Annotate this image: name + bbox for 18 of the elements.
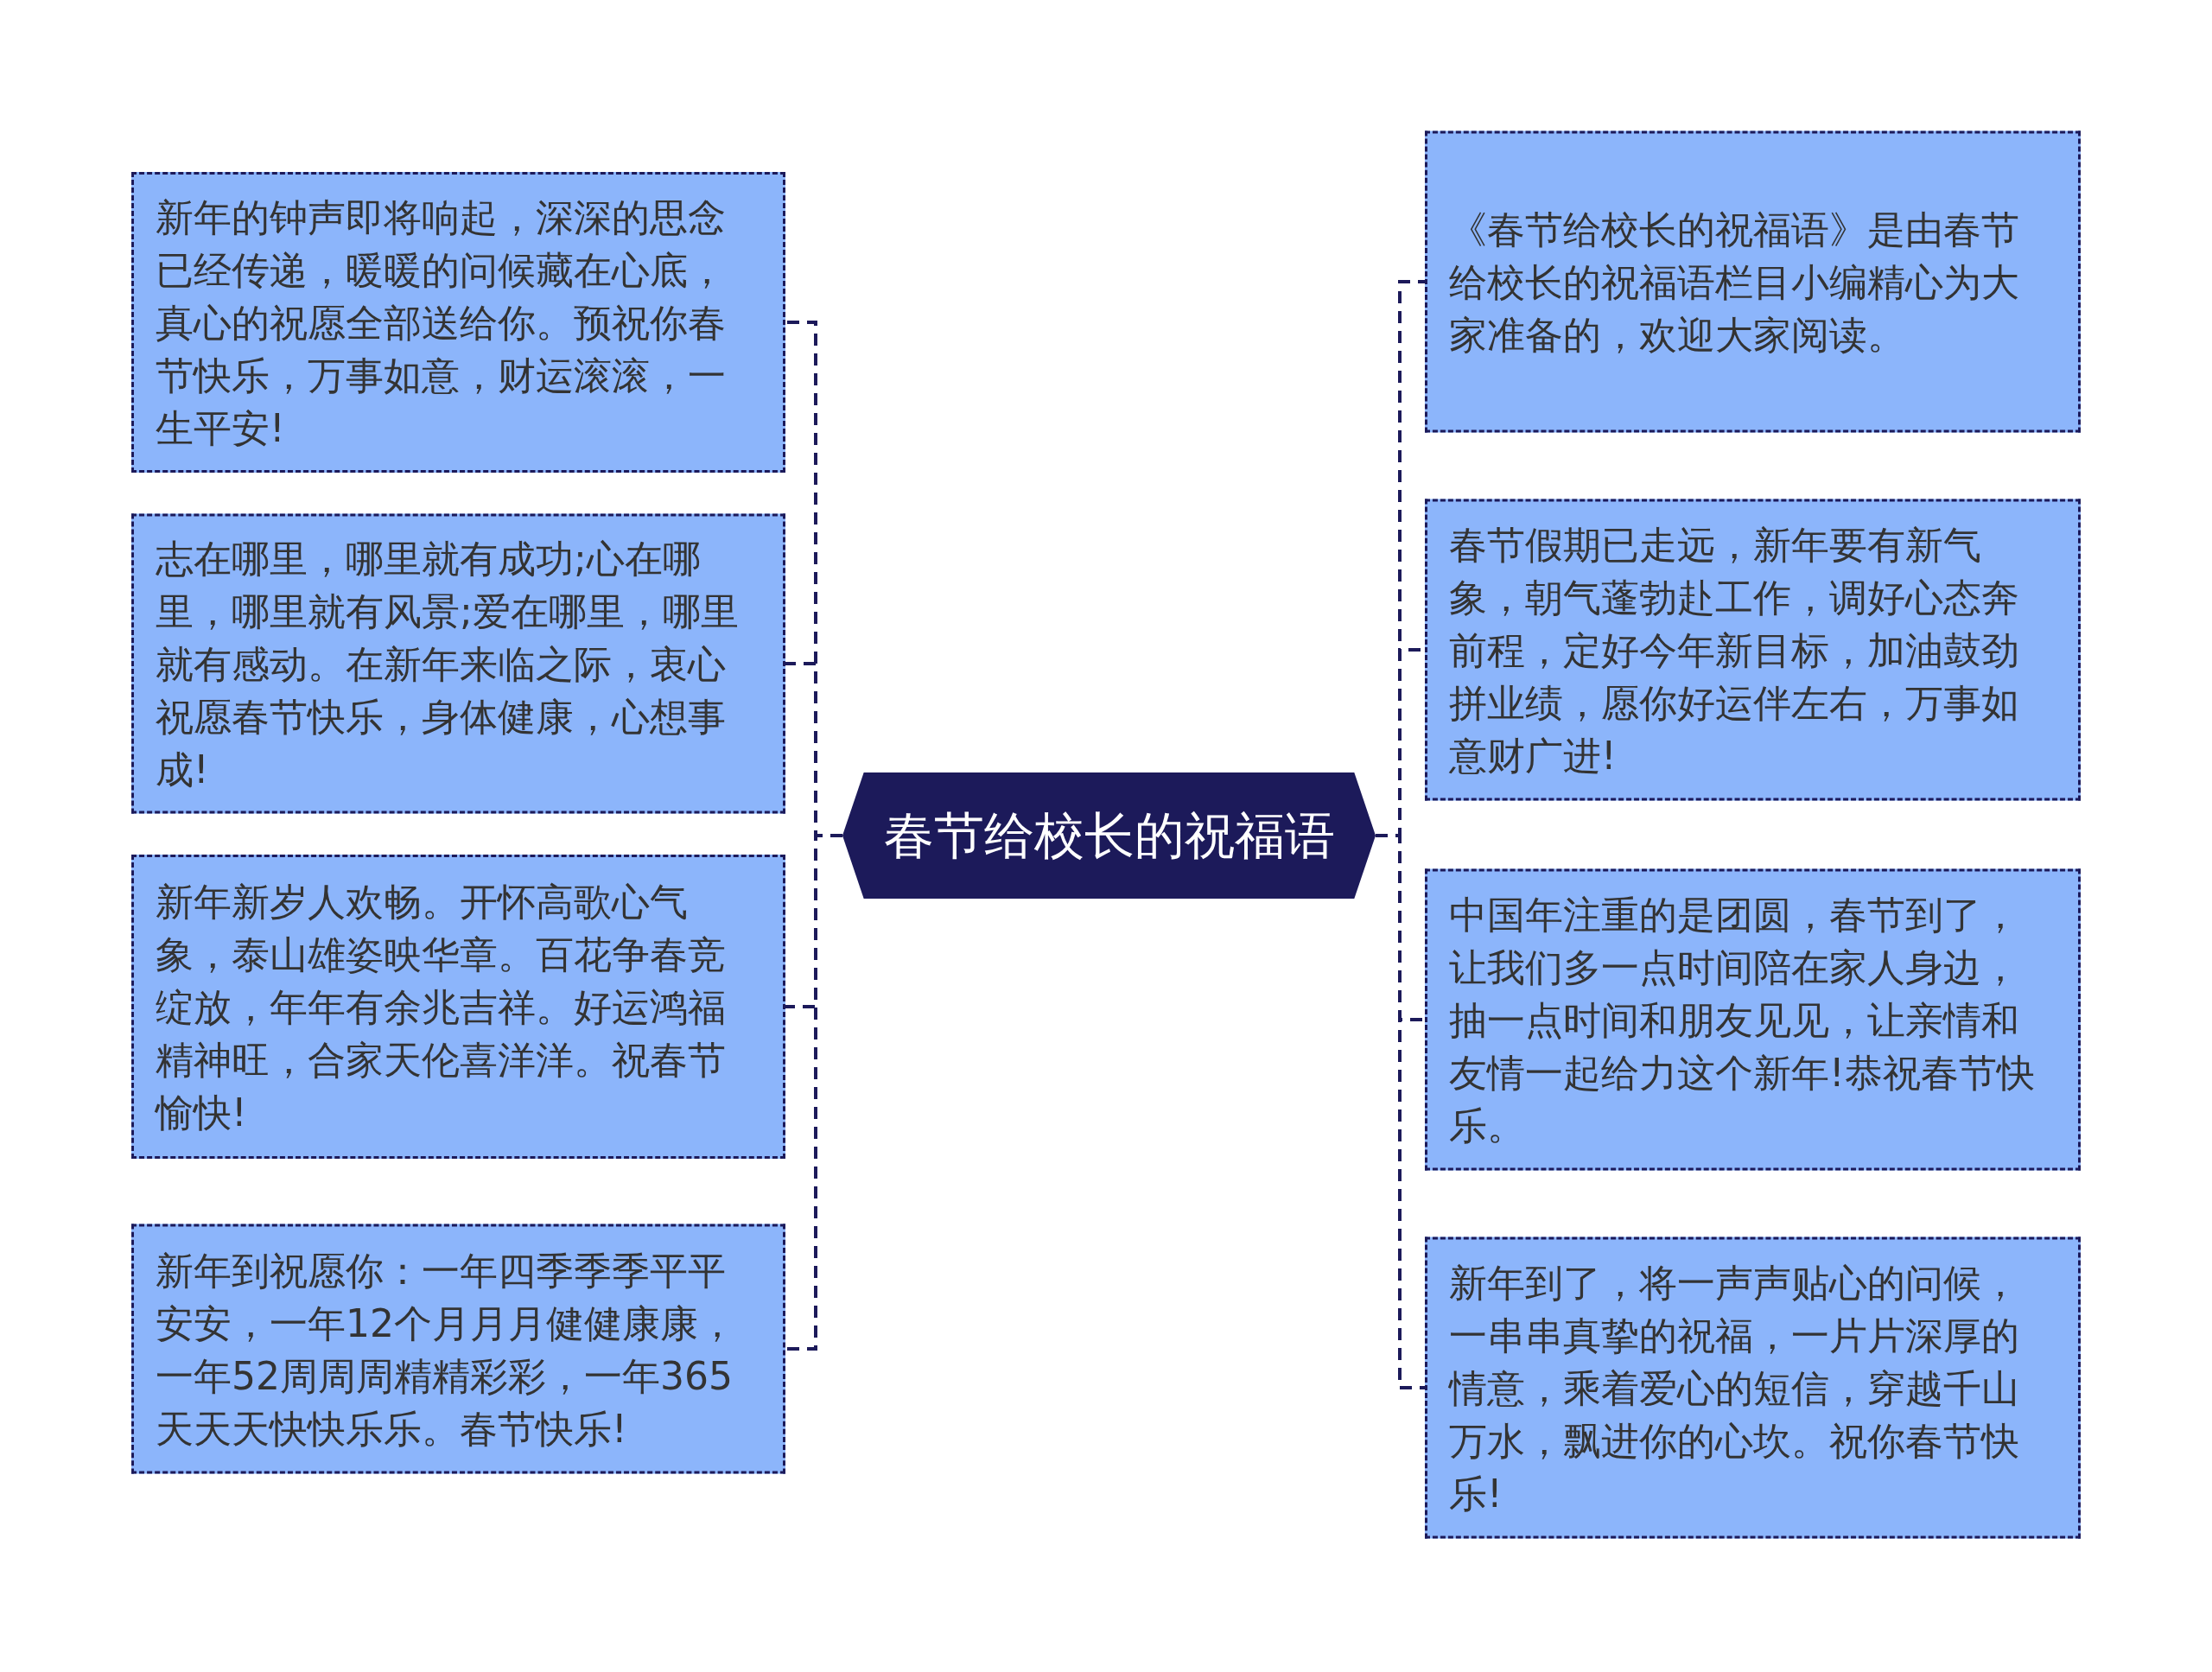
card-text: 志在哪里，哪里就有成功;心在哪里，哪里就有风景;爱在哪里，哪里就有感动。在新年来临之际，衷心祝愿春节快乐，身体健康，心想事成! (156, 535, 740, 793)
topic-hexagon (842, 772, 1376, 899)
text-card (1425, 1237, 2081, 1539)
text-card (131, 172, 785, 473)
text-card (1425, 499, 2081, 801)
text-card (1425, 868, 2081, 1171)
text-card (131, 513, 785, 814)
card-text: 中国年注重的是团圆，春节到了，让我们多一点时间陪在家人身边，抽一点时间和朋友见见，让亲情和友情一起给力这个新年!恭祝春节快乐。 (1449, 891, 2036, 1149)
text-card (131, 1224, 785, 1474)
card-text: 新年的钟声即将响起，深深的思念已经传递，暖暖的问候藏在心底，真心的祝愿全部送给你。预祝你春节快乐，万事如意，财运滚滚，一生平安! (156, 194, 727, 452)
card-text: 新年新岁人欢畅。开怀高歌心气象，泰山雄姿映华章。百花争春竞绽放，年年有余兆吉祥。好运鸿福精神旺，合家天伦喜洋洋。祝春节愉快! (156, 878, 727, 1136)
topic-title: 春节给校长的祝福语 (883, 805, 1335, 867)
card-text: 《春节给校长的祝福语》是由春节给校长的祝福语栏目小编精心为大家准备的，欢迎大家阅读。 (1449, 206, 2020, 359)
text-card (1425, 130, 2081, 433)
card-text: 春节假期已走远，新年要有新气象，朝气蓬勃赴工作，调好心态奔前程，定好今年新目标，加油鼓劲拼业绩，愿你好运伴左右，万事如意财广进! (1449, 521, 2020, 779)
text-card (131, 855, 785, 1159)
card-text: 新年到祝愿你：一年四季季季平平安安，一年12个月月月健健康康，一年52周周周精精彩彩，一年365天天天快快乐乐。春节快乐! (156, 1247, 737, 1452)
card-text: 新年到了，将一声声贴心的问候，一串串真挚的祝福，一片片深厚的情意，乘着爱心的短信，穿越千山万水，飘进你的心坎。祝你春节快乐! (1449, 1259, 2020, 1517)
